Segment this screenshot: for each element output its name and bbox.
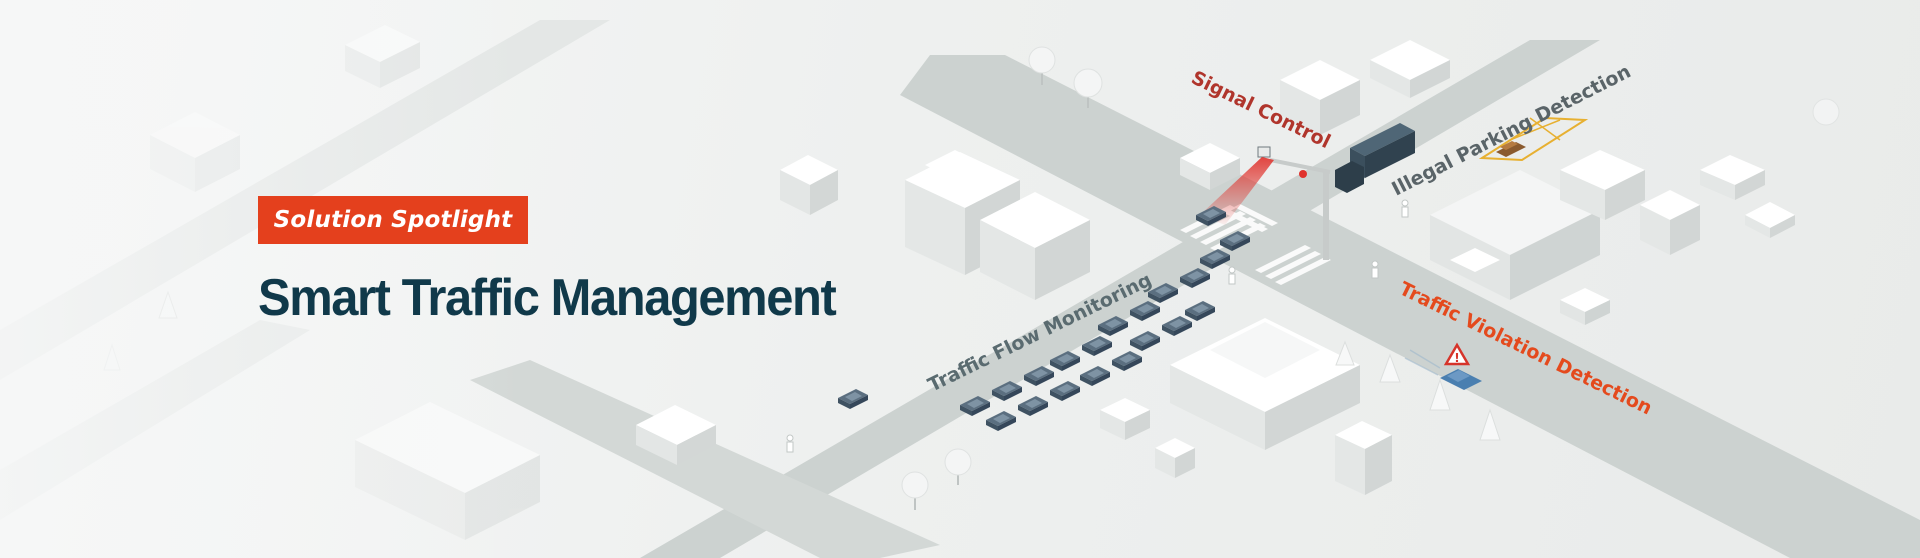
page-title: Smart Traffic Management	[258, 269, 837, 327]
car	[960, 396, 990, 416]
car	[838, 389, 868, 409]
car	[992, 381, 1022, 401]
car	[1050, 351, 1080, 371]
traffic-camera-icon	[1200, 146, 1331, 260]
car	[1050, 381, 1080, 401]
car	[1018, 396, 1048, 416]
buildings-top	[1180, 40, 1450, 190]
pedestrians	[786, 199, 1409, 453]
car	[986, 411, 1016, 431]
road-diagonal-main	[900, 55, 1920, 558]
building-large	[1100, 318, 1392, 495]
car	[1162, 316, 1192, 336]
car	[1200, 249, 1230, 269]
car	[1220, 231, 1250, 251]
svg-text:!: !	[1454, 351, 1459, 365]
car	[1098, 316, 1128, 336]
car	[1148, 283, 1178, 303]
building-cluster	[905, 150, 1090, 300]
road-secondary	[470, 360, 940, 558]
truck	[1335, 123, 1415, 193]
car	[1130, 331, 1160, 351]
car	[1080, 366, 1110, 386]
car	[1130, 301, 1160, 321]
car	[1196, 206, 1226, 226]
warning-triangle-icon: !	[1443, 342, 1471, 366]
buildings-right	[1560, 150, 1795, 255]
car	[1112, 351, 1142, 371]
parking-zone-icon	[1478, 116, 1589, 162]
car	[1180, 268, 1210, 288]
car	[1024, 366, 1054, 386]
building-small	[636, 155, 838, 465]
solution-spotlight-badge: Solution Spotlight	[258, 196, 528, 244]
left-fade-overlay	[0, 0, 520, 558]
car	[1082, 336, 1112, 356]
car-queue	[838, 206, 1250, 431]
building-hangar	[1430, 170, 1610, 325]
violating-car	[1404, 349, 1482, 390]
car	[1185, 301, 1215, 321]
